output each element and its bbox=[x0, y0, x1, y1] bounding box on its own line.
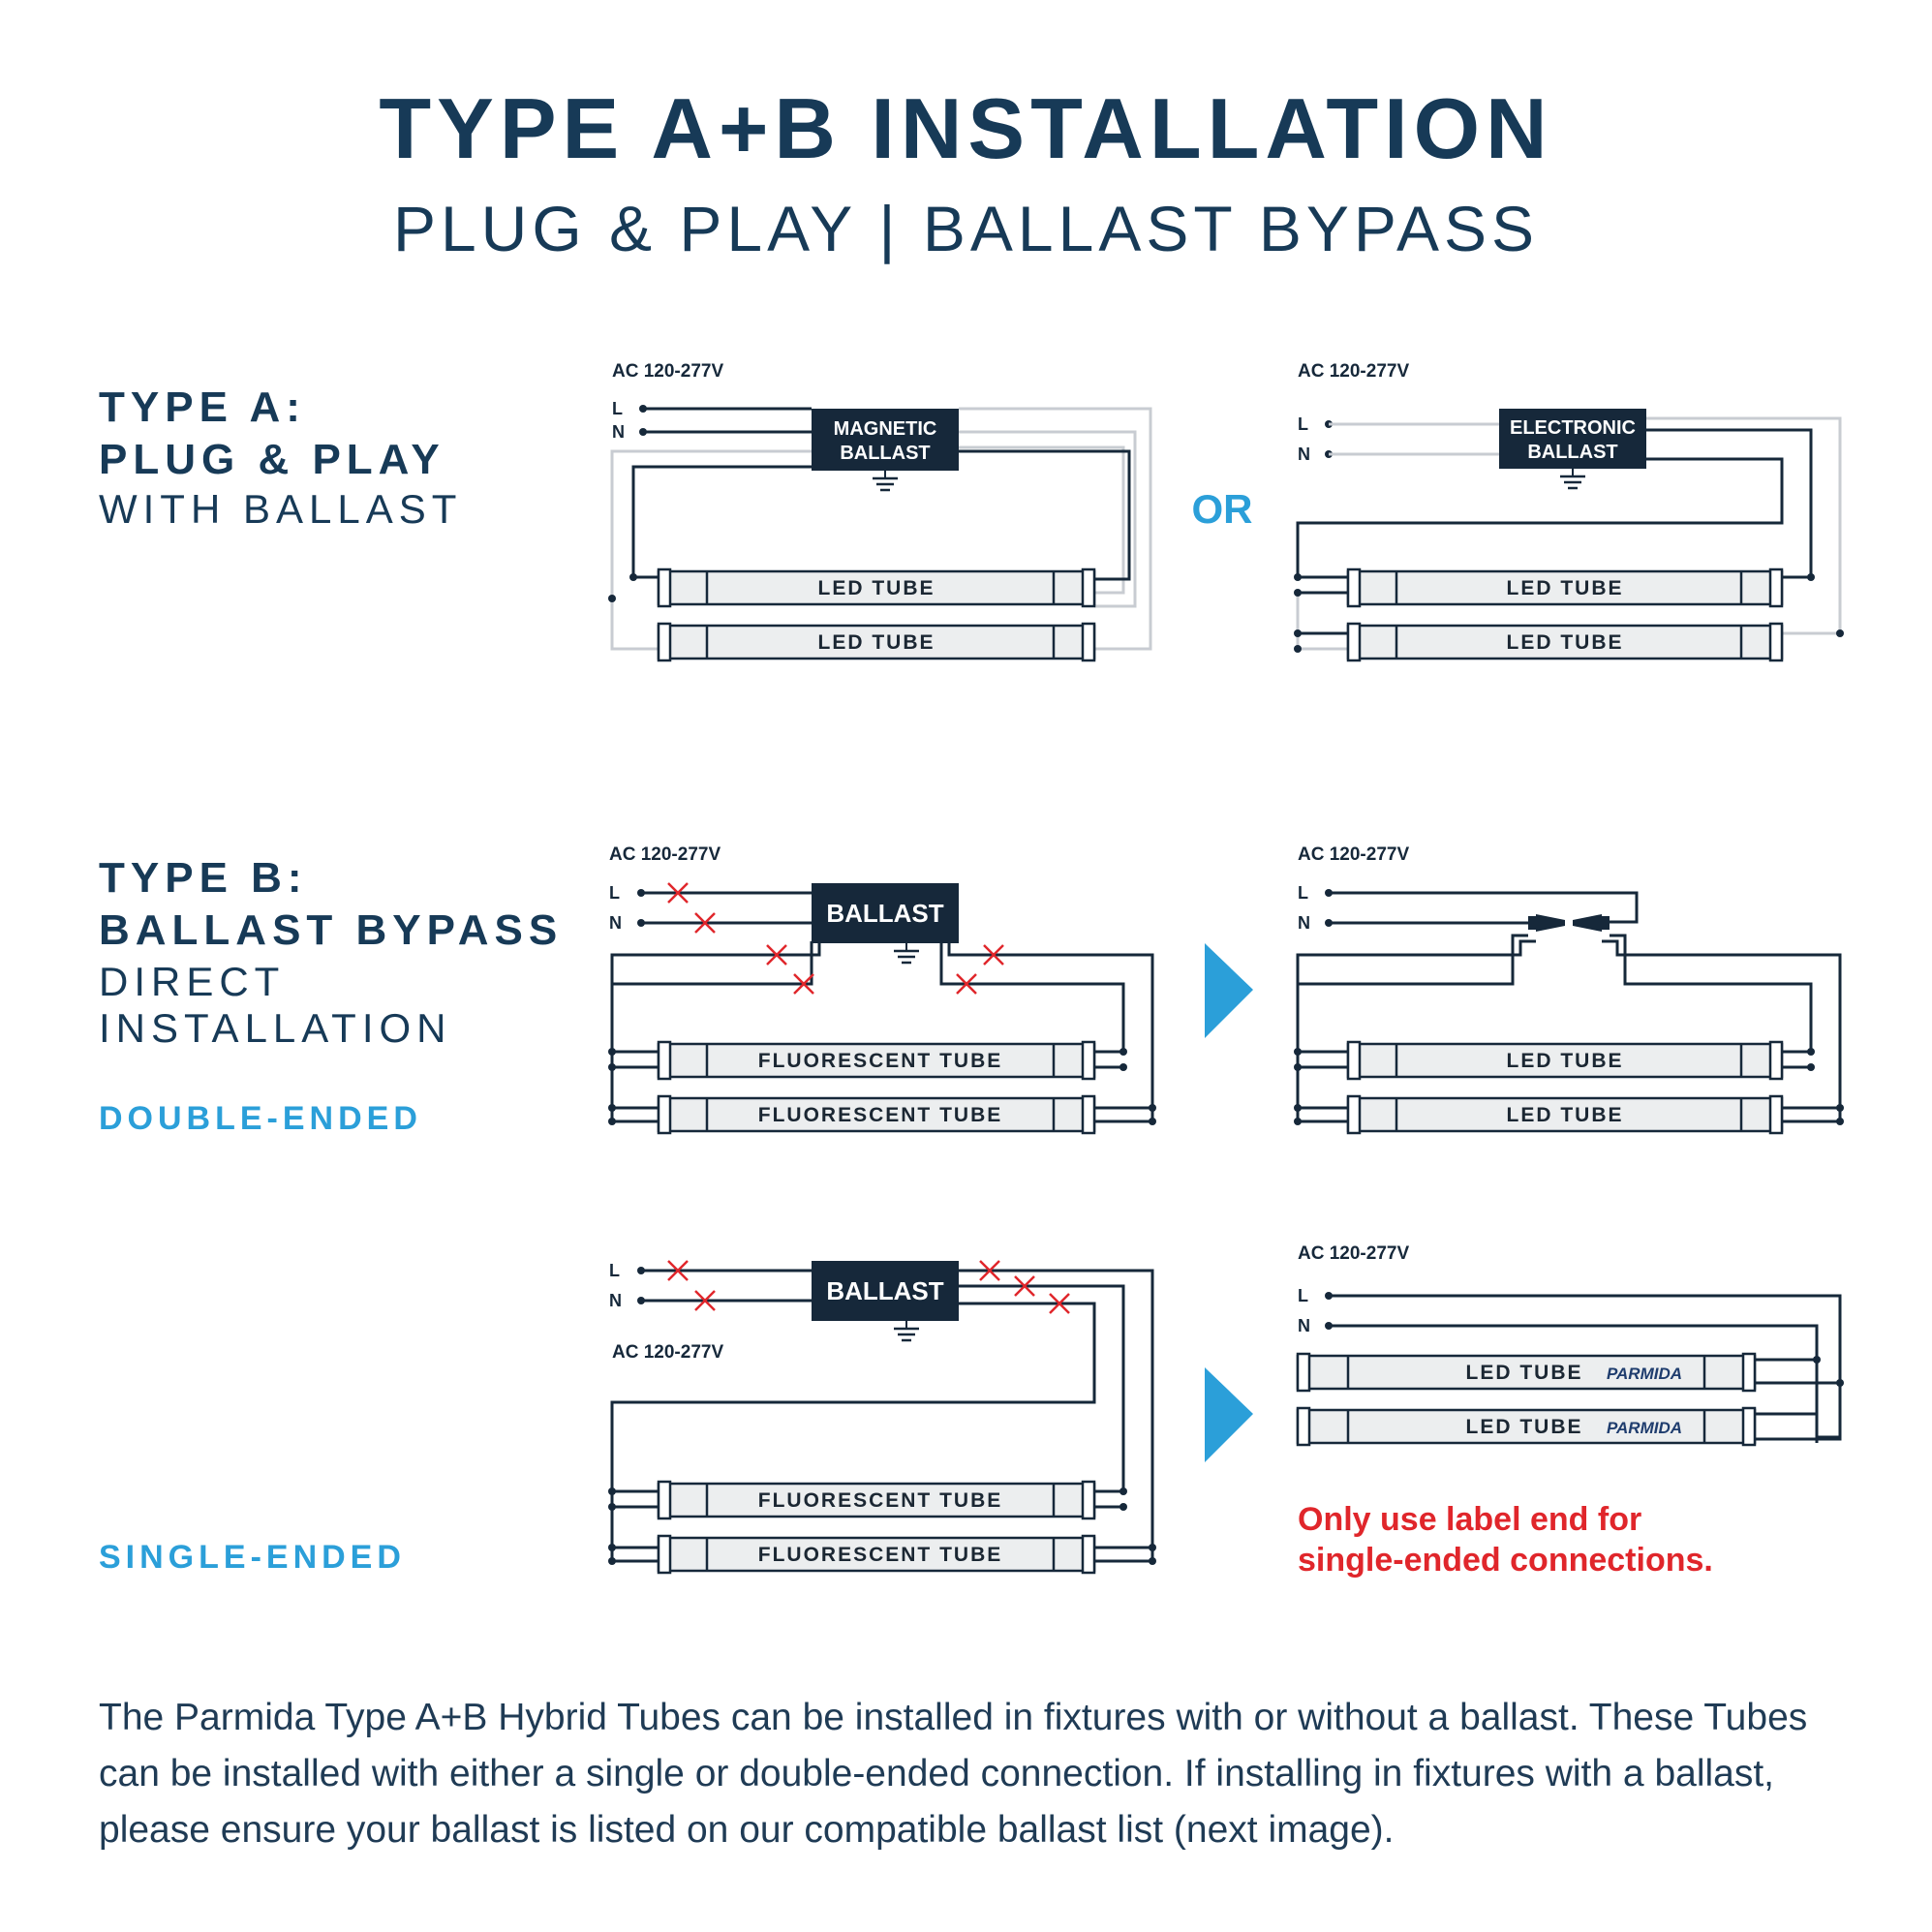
type-a-subheading: PLUG & PLAY bbox=[99, 436, 445, 483]
cut-mark bbox=[956, 973, 977, 995]
ballast-label-2: BALLAST bbox=[840, 443, 930, 464]
cut-mark bbox=[1049, 1293, 1070, 1314]
line-label: L bbox=[1298, 414, 1308, 434]
led-tube: LED TUBE bbox=[1346, 567, 1784, 608]
single-ended-label: SINGLE-ENDED bbox=[99, 1539, 406, 1576]
connector-icon bbox=[1536, 914, 1565, 932]
ballast-label-1: MAGNETIC bbox=[834, 418, 937, 440]
fluorescent-tube: FLUORESCENT TUBE bbox=[657, 1040, 1096, 1081]
tube-label: LED TUBE bbox=[1466, 1362, 1583, 1384]
cut-mark bbox=[694, 1290, 716, 1311]
tube-label: LED TUBE bbox=[818, 631, 935, 654]
led-tube: LED TUBE bbox=[657, 622, 1096, 662]
voltage-label: AC 120-277V bbox=[612, 361, 723, 382]
cut-mark bbox=[1014, 1275, 1035, 1297]
line-label: L bbox=[1298, 1286, 1308, 1305]
type-b-description-2: INSTALLATION bbox=[99, 1005, 452, 1051]
ballast-label-1: ELECTRONIC bbox=[1510, 417, 1636, 439]
tube-label: LED TUBE bbox=[1507, 577, 1624, 599]
voltage-label: AC 120-277V bbox=[609, 844, 721, 865]
neutral-label: N bbox=[1298, 1316, 1310, 1335]
cut-mark bbox=[766, 944, 787, 966]
line-label: L bbox=[609, 883, 620, 903]
magnetic-ballast-box bbox=[812, 409, 959, 471]
ballast-box bbox=[812, 1261, 959, 1321]
tube-label: LED TUBE bbox=[1507, 631, 1624, 654]
brand-logo: PARMIDA bbox=[1607, 1365, 1682, 1383]
page-subtitle: PLUG & PLAY | BALLAST BYPASS bbox=[392, 193, 1540, 264]
arrow-right-icon bbox=[1205, 1367, 1253, 1462]
type-b-description-1: DIRECT bbox=[99, 959, 286, 1004]
cut-mark bbox=[983, 944, 1004, 966]
fluorescent-tube: FLUORESCENT TUBE bbox=[657, 1480, 1096, 1520]
cut-mark bbox=[694, 912, 716, 934]
brand-logo: PARMIDA bbox=[1607, 1419, 1682, 1437]
ballast-label: BALLAST bbox=[826, 899, 943, 928]
ground-icon bbox=[894, 943, 919, 965]
line-label: L bbox=[612, 399, 623, 418]
neutral-label: N bbox=[1298, 913, 1310, 933]
neutral-label: N bbox=[612, 422, 625, 442]
type-b-subheading: BALLAST BYPASS bbox=[99, 906, 564, 954]
diagram-type-a-electronic: AC 120-277V L N ELECTRONIC BALLAST LED T… bbox=[1294, 361, 1844, 662]
page-title: TYPE A+B INSTALLATION bbox=[379, 80, 1553, 176]
tube-label: FLUORESCENT TUBE bbox=[758, 1544, 1003, 1566]
diagram-single-ended-after: AC 120-277V L N LED TUBE PARMIDA LED TU bbox=[1296, 1243, 1844, 1579]
fluorescent-tube: FLUORESCENT TUBE bbox=[657, 1534, 1096, 1575]
diagram-double-ended-after: AC 120-277V L N LED TUBE bbox=[1294, 844, 1844, 1135]
cut-mark bbox=[667, 1260, 689, 1281]
description-paragraph: The Parmida Type A+B Hybrid Tubes can be… bbox=[99, 1697, 1808, 1851]
line-label: L bbox=[1298, 883, 1308, 903]
type-a-description: WITH BALLAST bbox=[99, 486, 463, 532]
voltage-label: AC 120-277V bbox=[1298, 1243, 1409, 1264]
ballast-label-2: BALLAST bbox=[1527, 442, 1617, 463]
tube-label: FLUORESCENT TUBE bbox=[758, 1050, 1003, 1072]
led-tube: LED TUBE PARMIDA bbox=[1296, 1352, 1757, 1393]
tube-label: FLUORESCENT TUBE bbox=[758, 1104, 1003, 1126]
cut-mark bbox=[793, 973, 814, 995]
tube-label: LED TUBE bbox=[1507, 1104, 1624, 1126]
ground-icon bbox=[873, 471, 898, 492]
tube-label: LED TUBE bbox=[818, 577, 935, 599]
led-tube: LED TUBE bbox=[1346, 1040, 1784, 1081]
led-tube: LED TUBE bbox=[657, 567, 1096, 608]
voltage-label: AC 120-277V bbox=[1298, 361, 1409, 382]
led-tube: LED TUBE bbox=[1346, 1094, 1784, 1135]
ballast-box bbox=[812, 883, 959, 943]
ground-icon bbox=[894, 1321, 919, 1342]
type-a-heading: TYPE A: bbox=[99, 383, 306, 431]
warning-note-line-2: single-ended connections. bbox=[1298, 1542, 1713, 1579]
fluorescent-tube: FLUORESCENT TUBE bbox=[657, 1094, 1096, 1135]
tube-label: FLUORESCENT TUBE bbox=[758, 1489, 1003, 1512]
neutral-label: N bbox=[609, 913, 622, 933]
led-tube: LED TUBE PARMIDA bbox=[1296, 1406, 1757, 1447]
led-tube: LED TUBE bbox=[1346, 622, 1784, 662]
diagram-double-ended-before: AC 120-277V L N BALLAST bbox=[608, 844, 1156, 1135]
voltage-label: AC 120-277V bbox=[612, 1342, 723, 1363]
cut-mark bbox=[979, 1260, 1000, 1281]
ground-icon bbox=[1560, 469, 1585, 490]
line-label: L bbox=[609, 1261, 620, 1280]
tube-label: LED TUBE bbox=[1507, 1050, 1624, 1072]
cut-mark bbox=[667, 882, 689, 904]
neutral-label: N bbox=[1298, 445, 1310, 464]
voltage-label: AC 120-277V bbox=[1298, 844, 1409, 865]
neutral-label: N bbox=[609, 1291, 622, 1310]
diagram-single-ended-before: L N AC 120-277V BALLAST FLU bbox=[608, 1260, 1156, 1575]
or-label: OR bbox=[1192, 486, 1253, 532]
arrow-right-icon bbox=[1205, 943, 1253, 1038]
tube-label: LED TUBE bbox=[1466, 1416, 1583, 1438]
warning-note-line-1: Only use label end for bbox=[1298, 1501, 1641, 1538]
diagram-type-a-magnetic: AC 120-277V L N MAGNETIC BALLAST LED TUB… bbox=[608, 361, 1152, 662]
ballast-label: BALLAST bbox=[826, 1276, 943, 1305]
type-b-heading: TYPE B: bbox=[99, 854, 308, 902]
connector-icon bbox=[1573, 914, 1602, 932]
double-ended-label: DOUBLE-ENDED bbox=[99, 1100, 422, 1137]
electronic-ballast-box bbox=[1499, 409, 1646, 469]
